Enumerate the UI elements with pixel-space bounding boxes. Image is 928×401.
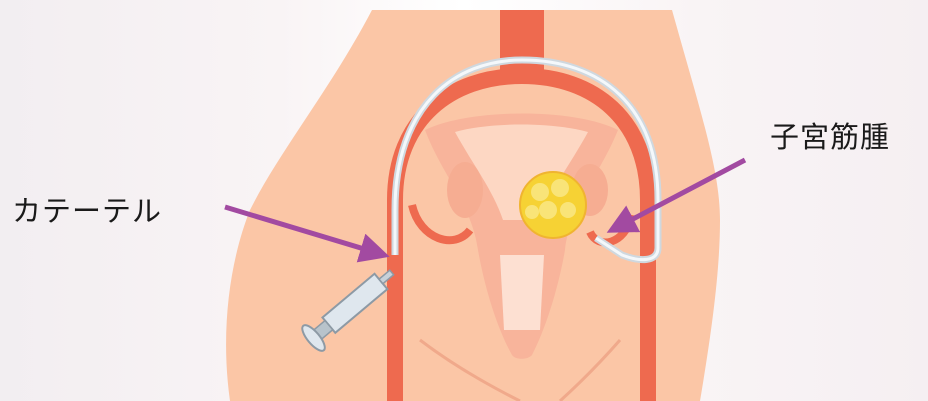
fibroid [520,172,586,238]
cervix [500,255,544,330]
label-fibroid: 子宮筋腫 [770,114,890,156]
aorta [500,10,544,76]
ovary-left [447,162,483,218]
label-catheter: カテーテル [12,188,162,230]
